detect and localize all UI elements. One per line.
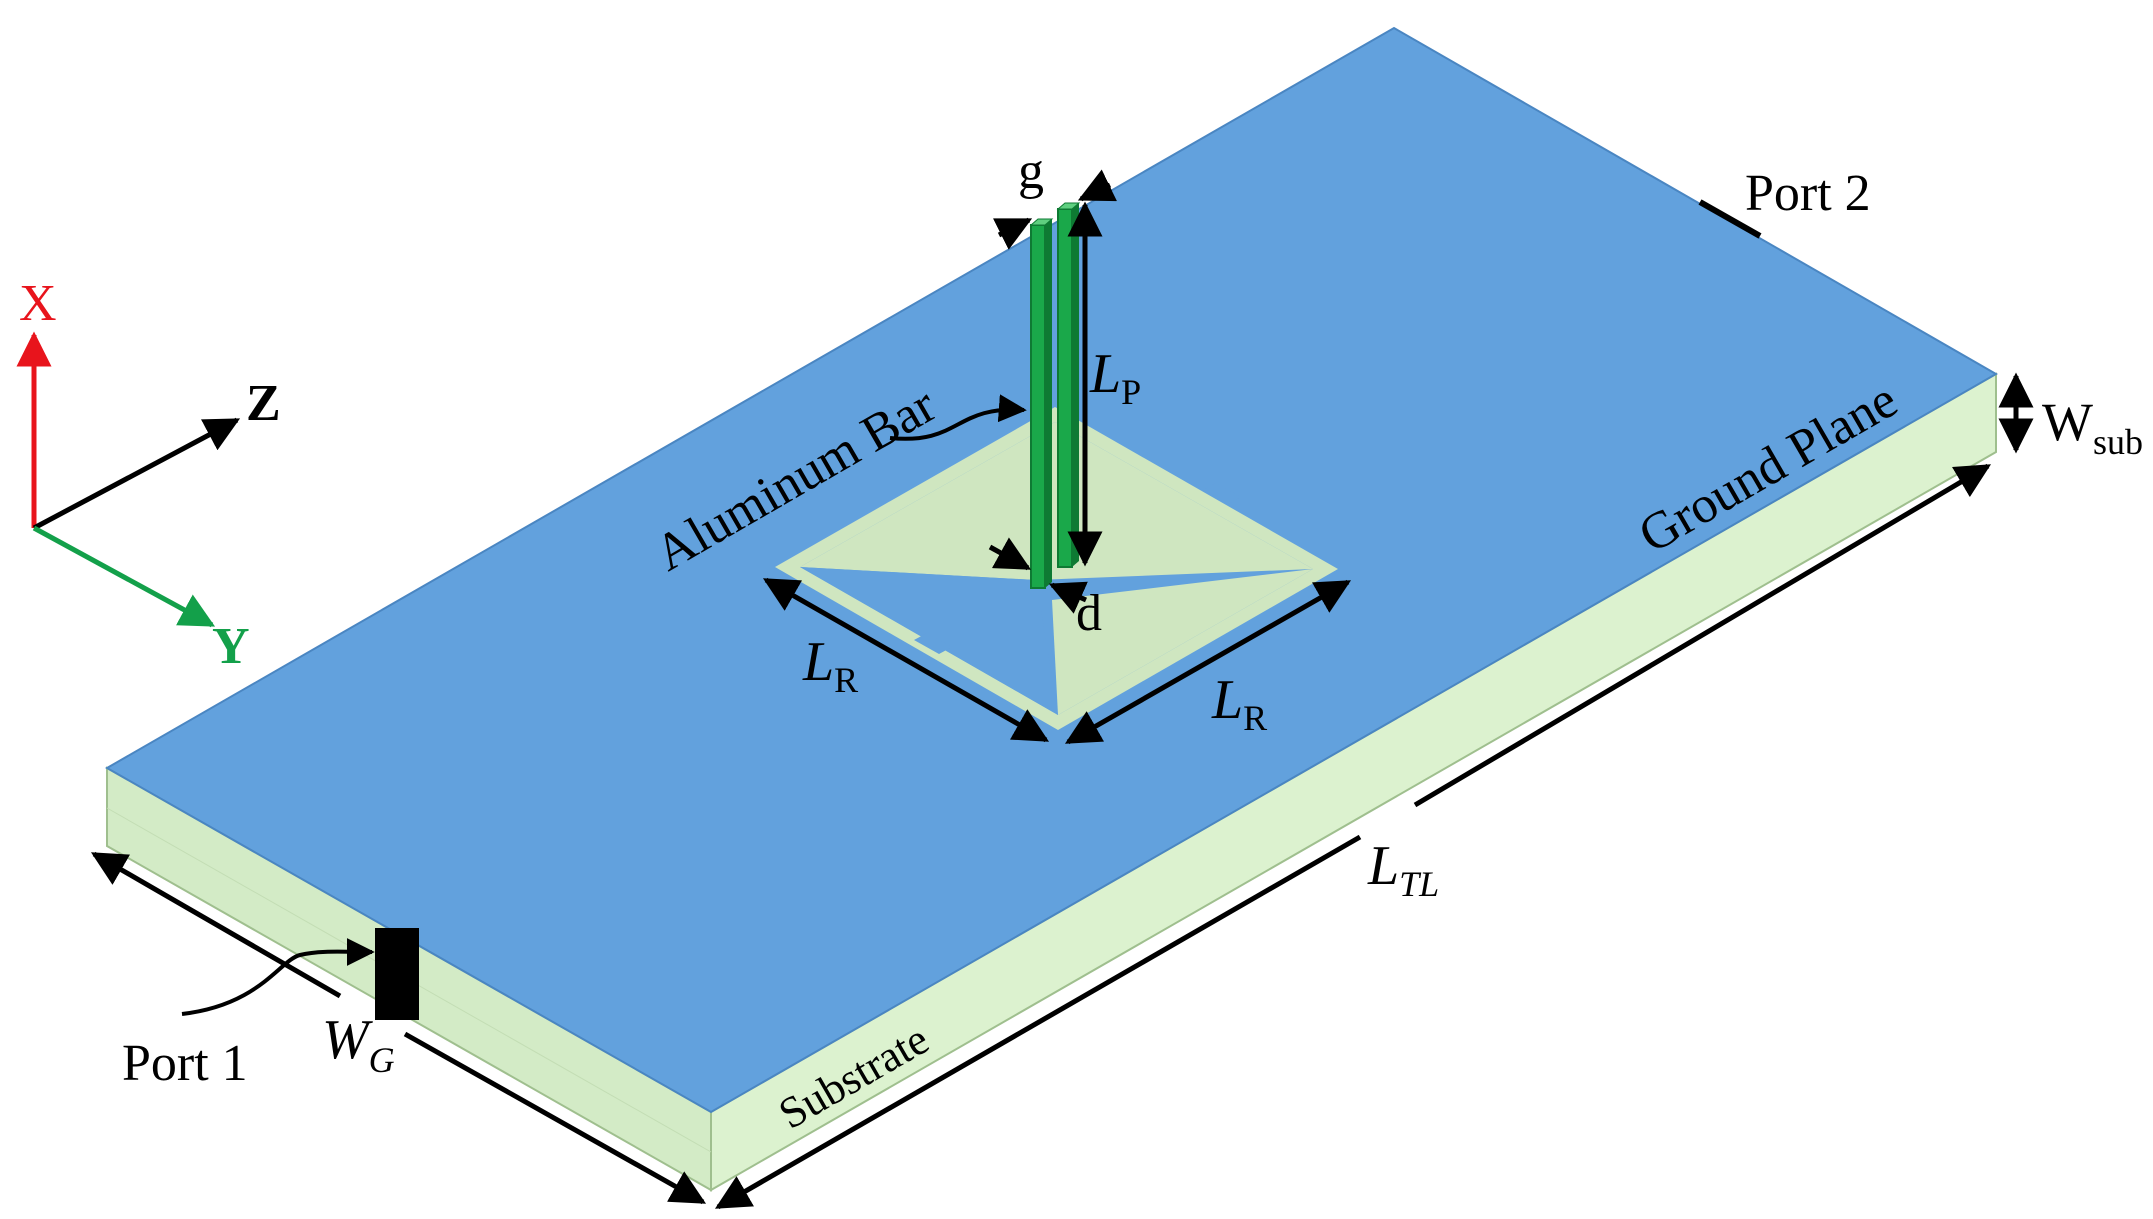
axis-x-label: X <box>19 275 57 332</box>
lr-left-dimension-line <box>762 577 1050 743</box>
aluminum-bar-right-front <box>1057 208 1073 568</box>
bowtie-upper <box>800 422 1313 580</box>
coordinate-axes: X Z Y <box>16 275 281 675</box>
port1-marker <box>375 928 419 1020</box>
lr-right-dimension-line <box>1064 579 1352 745</box>
lp-symbol: L <box>1089 343 1121 405</box>
port1-leader <box>181 937 375 1016</box>
d-arrow-left <box>988 537 1032 571</box>
axis-y-arrow <box>32 525 216 628</box>
ltl-dimension-line-b <box>1413 463 1992 808</box>
ltl-label: LTL <box>1367 835 1439 904</box>
wg-dimension-line-b <box>403 1031 707 1205</box>
ring-gap-upper-right <box>1203 483 1241 504</box>
wg-label: WG <box>322 1009 395 1080</box>
axis-z-label: Z <box>246 375 281 432</box>
wsub-label: Wsub <box>2042 392 2143 462</box>
wg-symbol: W <box>322 1009 373 1071</box>
aluminum-bar-right-side <box>1072 203 1079 567</box>
lp-label: LP <box>1089 343 1141 412</box>
g-arrow-right <box>1077 169 1117 202</box>
port2-label: Port 2 <box>1745 165 1871 222</box>
lr-right-label: LR <box>1211 669 1267 738</box>
axis-y-label: Y <box>212 618 250 675</box>
lr-left-symbol: L <box>802 631 834 693</box>
wg-subscript: G <box>369 1040 395 1080</box>
aluminum-bar-left-top <box>1029 218 1054 226</box>
lr-right-subscript: R <box>1243 698 1267 738</box>
wsub-subscript: sub <box>2093 422 2143 462</box>
ltl-symbol: L <box>1367 835 1399 897</box>
lr-left-subscript: R <box>834 660 858 700</box>
wg-dimension-line-a <box>90 851 342 999</box>
aluminum-bar-left-side <box>1045 219 1052 588</box>
d-arrow-right <box>1048 581 1088 614</box>
port1-label: Port 1 <box>122 1035 248 1092</box>
wsub-symbol: W <box>2042 392 2093 452</box>
lr-left-label: LR <box>802 631 858 700</box>
port2-marker <box>1698 199 1762 239</box>
lp-subscript: P <box>1121 372 1141 412</box>
g-arrow-left <box>992 217 1033 250</box>
ltl-dimension-line-a <box>714 834 1362 1210</box>
g-label: g <box>1018 143 1044 200</box>
aluminum-bar-leader <box>889 394 1027 441</box>
aluminum-bar-left-front <box>1030 224 1046 589</box>
ltl-subscript: TL <box>1399 864 1439 904</box>
d-label: d <box>1076 585 1102 642</box>
lr-right-symbol: L <box>1211 669 1243 731</box>
axis-z-arrow <box>32 417 241 531</box>
